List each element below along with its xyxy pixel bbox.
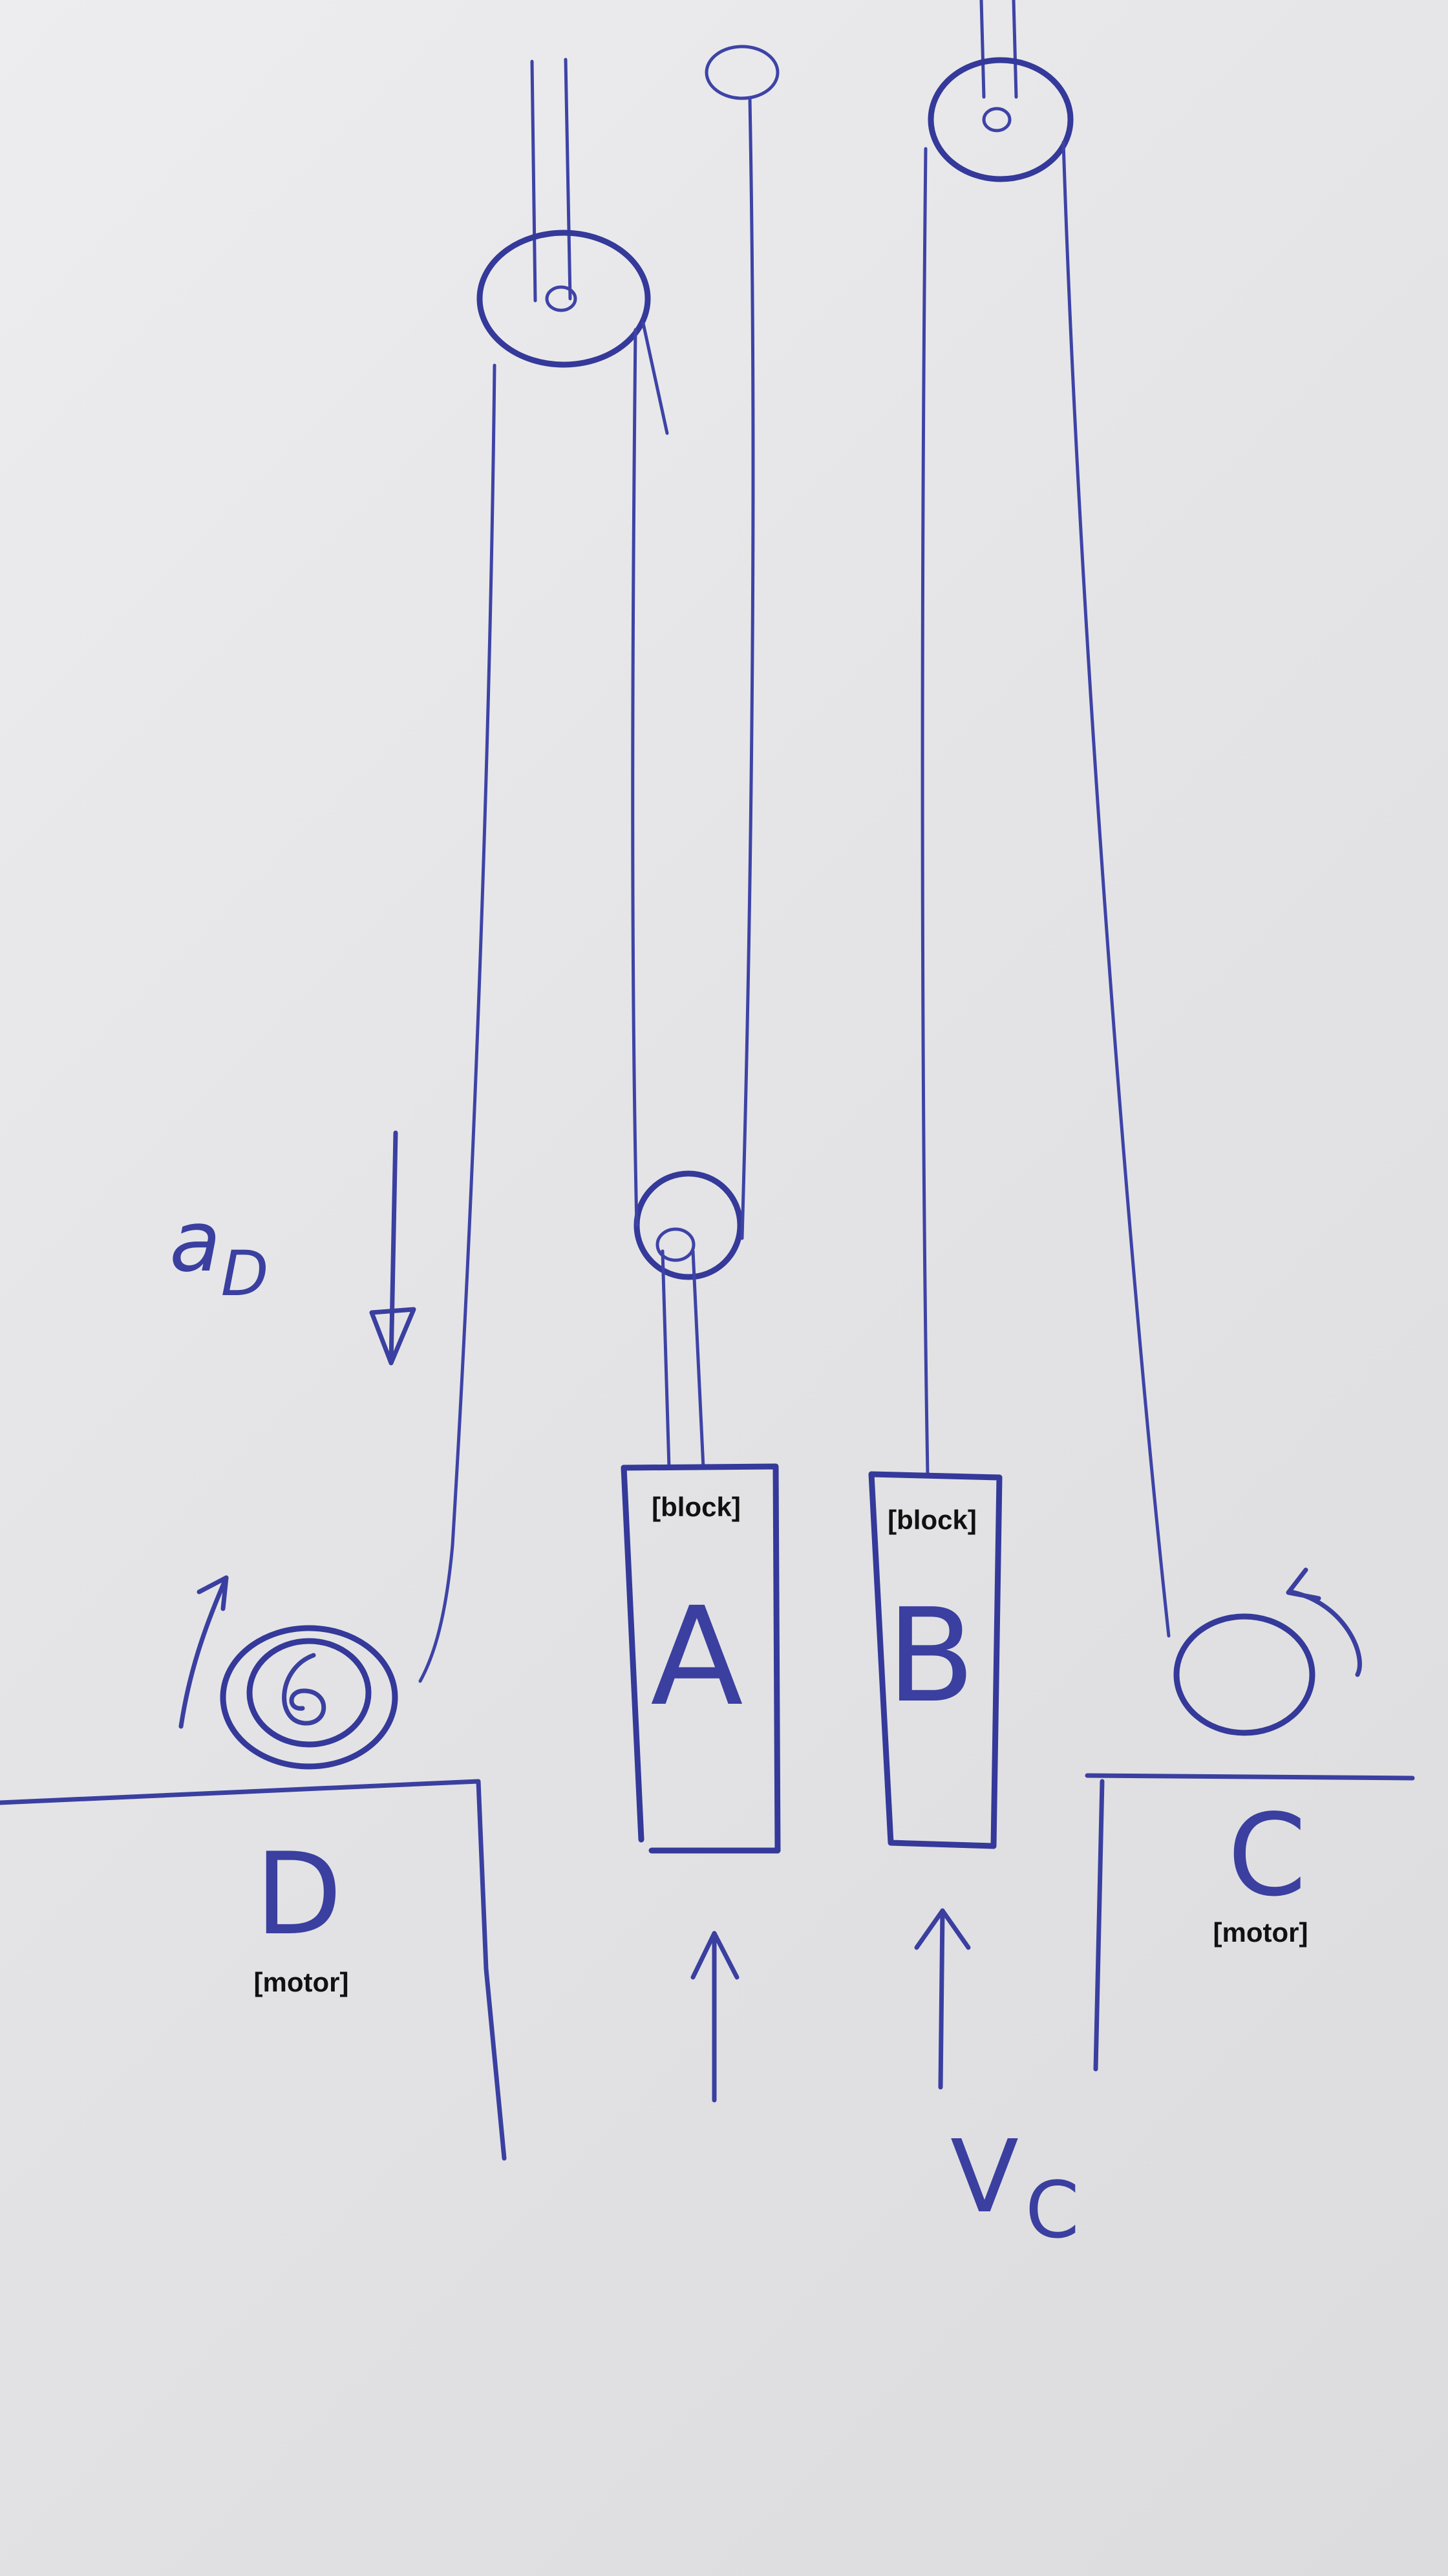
ground-left [0,1779,507,2161]
pulley-top-right [928,57,1074,182]
arrow-up-b-shaft [938,1908,945,2090]
block-b-label: B [886,1581,975,1732]
rope-d-to-top-left-pulley [418,363,496,1683]
rope-anchor-to-moving-pulley [740,96,755,1240]
motor-d-drum [220,1625,398,1770]
pulley-moving [634,1170,743,1280]
accel-arrow-shaft [389,1130,398,1366]
block-b [868,1471,1003,1849]
ground-right [1085,1773,1415,1781]
block-a-hanger-right [691,1249,705,1470]
accel-label: aD [169,1192,269,1310]
block-a-tag: [block] [652,1492,741,1522]
rotation-arrow-c [1289,1589,1362,1677]
block-a [621,1463,781,1854]
pulley-top-left [476,230,651,368]
support-rod-left-a [530,59,537,303]
motor-c-label: C [1228,1790,1306,1922]
block-a-label: A [650,1578,743,1736]
motor-d-label: D [255,1829,343,1960]
velocity-label-sub: C [1025,2166,1080,2256]
block-b-tag: [block] [888,1505,977,1535]
accel-label-main: a [169,1192,221,1291]
rotation-arrow-d-head [197,1575,229,1611]
rotation-arrow-c-head [1286,1567,1321,1601]
arrow-up-a-head [690,1931,740,1980]
accel-label-sub: D [221,1238,269,1310]
velocity-label-main: V [950,2118,1019,2235]
ground-right-wall [1093,1779,1105,2072]
velocity-label: VC [950,2118,1080,2256]
arrow-up-b-head [914,1908,971,1950]
block-a-hanger-left [661,1249,671,1470]
motor-d-tag: [motor] [254,1967,349,1997]
rope-stray-stroke [641,321,669,435]
motor-c-tag: [motor] [1213,1917,1308,1948]
motor-c-drum [1173,1613,1315,1736]
rope-top-left-pulley-to-moving-pulley [631,328,639,1227]
accel-arrow-head [369,1307,416,1366]
rope-top-right-pulley-to-c [1061,140,1171,1638]
support-rod-right-a [979,0,986,99]
rope-block-b-to-top-right-pulley [921,147,930,1476]
rotation-arrow-d [178,1575,229,1729]
fixed-anchor-point [705,45,780,100]
support-rod-left-b [564,58,572,301]
support-rod-right-b [1012,0,1018,99]
